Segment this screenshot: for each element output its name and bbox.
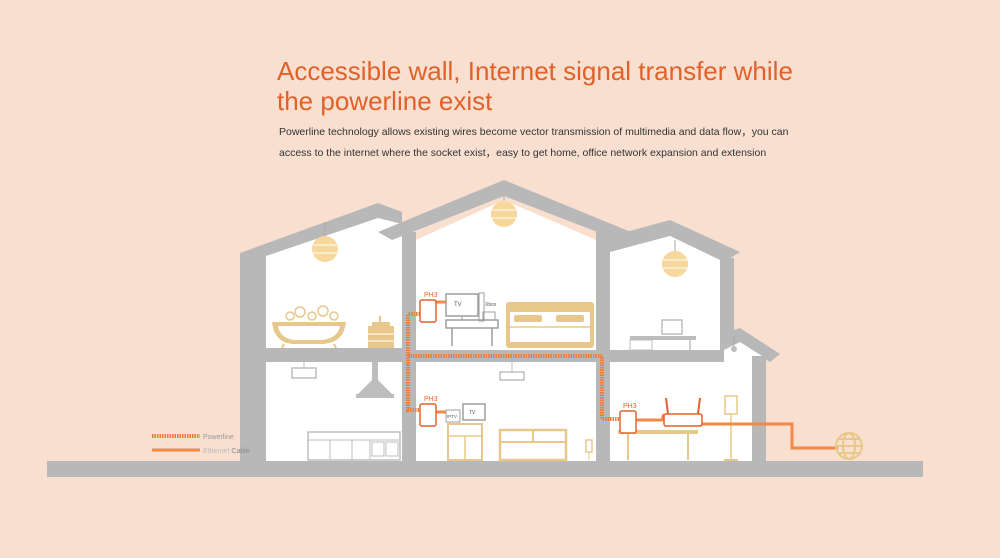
legend-powerline-label: Powerline — [203, 434, 234, 441]
adapter-right-label: PH3 — [623, 403, 637, 410]
description-line-2: access to the internet where the socket … — [279, 147, 767, 159]
headline-line-1: Accessible wall, Internet signal transfe… — [277, 56, 793, 86]
kitchen — [291, 362, 401, 461]
legend-ethernet-prefix: Ethernet — [203, 448, 231, 455]
page-headline: Accessible wall, Internet signal transfe… — [277, 56, 837, 116]
router-icon — [663, 397, 703, 427]
legend-ethernet-suffix: Cable — [231, 448, 249, 455]
adapter-upper-label: PH3 — [424, 292, 438, 299]
powerline-adapter-lower: PH3 — [419, 396, 438, 427]
ground-line — [47, 461, 923, 477]
study-room — [629, 319, 696, 351]
description-line-1: Powerline technology allows existing wir… — [279, 126, 789, 138]
dining-room — [618, 336, 738, 461]
lamp-icon — [491, 196, 517, 227]
bed-icon — [506, 302, 594, 348]
adapter-lower-label: PH3 — [424, 396, 438, 403]
tv-lower-label: TV — [469, 410, 476, 416]
powerline-adapter-upper: PH3 — [419, 292, 438, 323]
legend-ethernet-label: Ethernet Cable — [203, 448, 250, 455]
page-description: Powerline technology allows existing wir… — [279, 122, 799, 164]
globe-icon — [835, 432, 863, 460]
xbox-label: Xbox — [485, 302, 497, 308]
living-room: TV IPTV — [445, 362, 593, 462]
powerline-wiring — [406, 312, 622, 421]
bathroom-sink — [368, 316, 394, 348]
iptv-label: IPTV — [447, 414, 457, 419]
bathtub-icon — [272, 305, 346, 349]
lamp-icon — [312, 222, 338, 262]
headline-line-2: the powerline exist — [277, 86, 493, 116]
lamp-icon — [662, 240, 688, 277]
tv-upper-label: TV — [454, 302, 462, 308]
tv-stand-upper: TV Xbox — [445, 292, 499, 346]
powerline-adapter-right: PH3 — [619, 403, 637, 434]
legend: Powerline Ethernet Cable — [152, 434, 250, 455]
